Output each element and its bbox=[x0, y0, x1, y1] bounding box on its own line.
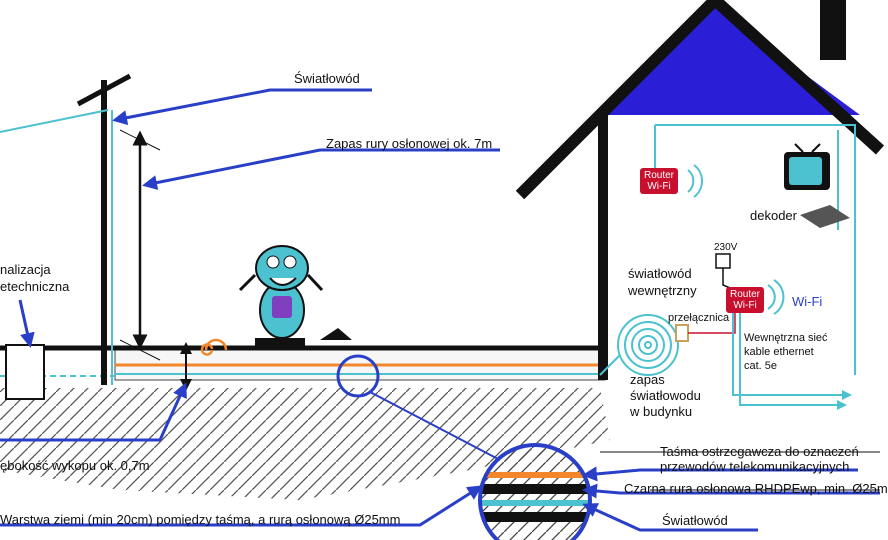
wifi-waves-icon bbox=[687, 169, 695, 193]
decoder-icon bbox=[800, 205, 850, 228]
label-reserve-2: światłowodu bbox=[630, 388, 701, 403]
label-depth: ębokość wykopu ok. 0,7m bbox=[0, 458, 150, 473]
router-top: Router Wi-Fi bbox=[640, 168, 679, 194]
pole bbox=[0, 73, 132, 385]
mascot-icon bbox=[238, 245, 352, 346]
label-network-3: cat. 5e bbox=[744, 360, 778, 372]
wifi-waves-icon-2 bbox=[767, 284, 776, 310]
coil-icon bbox=[200, 338, 228, 356]
label-fiber-bottom: Światłowód bbox=[662, 513, 728, 528]
router-top-label-1: Router bbox=[644, 170, 675, 181]
callout-arrows bbox=[0, 88, 880, 532]
label-pipe-reserve: Zapas rury osłonowej ok. 7m bbox=[326, 136, 493, 151]
tv-icon bbox=[784, 143, 830, 190]
label-reserve-3: w budynku bbox=[630, 404, 693, 419]
label-indoor-fiber-2: wewnętrzny bbox=[628, 283, 697, 298]
patch-panel-icon bbox=[675, 324, 689, 342]
ground-hatch bbox=[0, 388, 610, 500]
label-black-pipe: Czarna rura osłonowa RHDPEwp, min. Ø25m bbox=[624, 481, 888, 496]
zoom-source-circle bbox=[336, 354, 380, 398]
label-tape-1: Taśma ostrzegawcza do oznaczeń bbox=[660, 444, 859, 459]
router-main-label-2: Wi-Fi bbox=[733, 300, 757, 311]
router-top-label-2: Wi-Fi bbox=[647, 181, 671, 192]
label-wifi: Wi-Fi bbox=[792, 294, 823, 309]
label-network-1: Wewnętrzna sieć bbox=[744, 332, 828, 344]
roof bbox=[605, 8, 860, 115]
label-soil-layer: Warstwa ziemi (min 20cm) pomiędzy taśmą,… bbox=[0, 512, 401, 527]
label-voltage: 230V bbox=[714, 242, 738, 253]
label-sewer-2: etechniczna bbox=[0, 279, 70, 294]
fiber-coil-icon bbox=[617, 314, 679, 376]
aerial-fiber bbox=[0, 109, 109, 133]
label-sewer-1: nalizacja bbox=[0, 262, 51, 277]
label-reserve-1: zapas bbox=[630, 372, 665, 387]
manhole bbox=[5, 344, 45, 400]
power-outlet-icon bbox=[715, 253, 731, 269]
cross-section-detail bbox=[478, 443, 592, 540]
label-tape-2: przewodów telekomunikacyjnych bbox=[660, 459, 850, 474]
router-main: Router Wi-Fi bbox=[726, 287, 765, 313]
label-indoor-fiber-1: światłowód bbox=[628, 266, 692, 281]
house bbox=[515, 0, 885, 380]
label-fiber-top: Światłowód bbox=[294, 71, 360, 86]
router-main-label-1: Router bbox=[730, 289, 761, 300]
label-patch-panel: przełącznica bbox=[668, 312, 730, 324]
indoor-cable bbox=[655, 124, 856, 375]
label-decoder: dekoder bbox=[750, 208, 797, 223]
label-network-2: kable ethernet bbox=[744, 346, 814, 358]
